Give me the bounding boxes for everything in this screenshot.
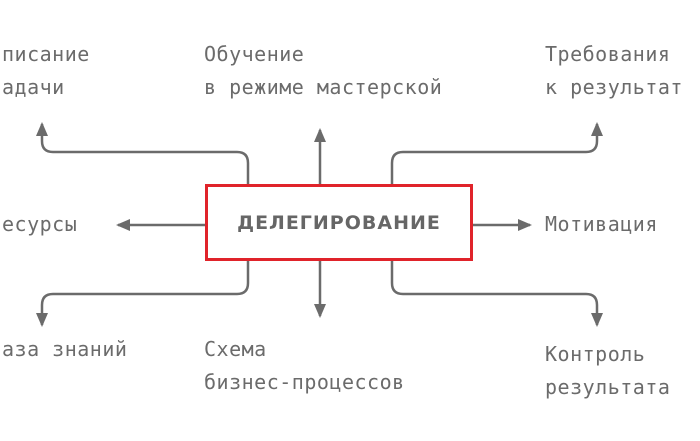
node-knowledge-base: аза знаний [2, 333, 127, 366]
node-process-scheme-line1: Схема [204, 337, 267, 361]
node-result-requirements-line2: к результат [545, 75, 683, 99]
arrow-to-result-control [390, 261, 603, 327]
node-master-training: Обучение в режиме мастерской [204, 38, 442, 104]
node-master-training-line2: в режиме мастерской [204, 75, 443, 99]
node-motivation-line1: Мотивация [545, 212, 658, 236]
node-result-control: Контроль результата [545, 338, 670, 404]
node-master-training-line1: Обучение [204, 42, 305, 66]
center-label: ДЕЛЕГИРОВАНИЕ [237, 211, 441, 234]
node-resources: есурсы [2, 208, 77, 241]
arrow-to-knowledge-base [36, 261, 250, 327]
node-process-scheme: Схема бизнес-процессов [204, 333, 405, 399]
node-task-description-line2: адачи [2, 75, 65, 99]
node-task-description-line1: писание [2, 42, 90, 66]
node-process-scheme-line2: бизнес-процессов [204, 370, 405, 394]
arrow-to-task-description [36, 122, 250, 184]
center-node: ДЕЛЕГИРОВАНИЕ [205, 184, 473, 261]
node-result-control-line1: Контроль [545, 342, 646, 366]
node-result-requirements-line1: Требования [545, 42, 671, 66]
node-result-control-line2: результата [545, 375, 671, 399]
node-motivation: Мотивация [545, 208, 658, 241]
node-knowledge-base-line1: аза знаний [2, 337, 128, 361]
node-resources-line1: есурсы [2, 212, 78, 236]
node-task-description: писание адачи [2, 38, 90, 104]
arrow-to-result-requirements [390, 122, 603, 184]
node-result-requirements: Требования к результат [545, 38, 683, 104]
